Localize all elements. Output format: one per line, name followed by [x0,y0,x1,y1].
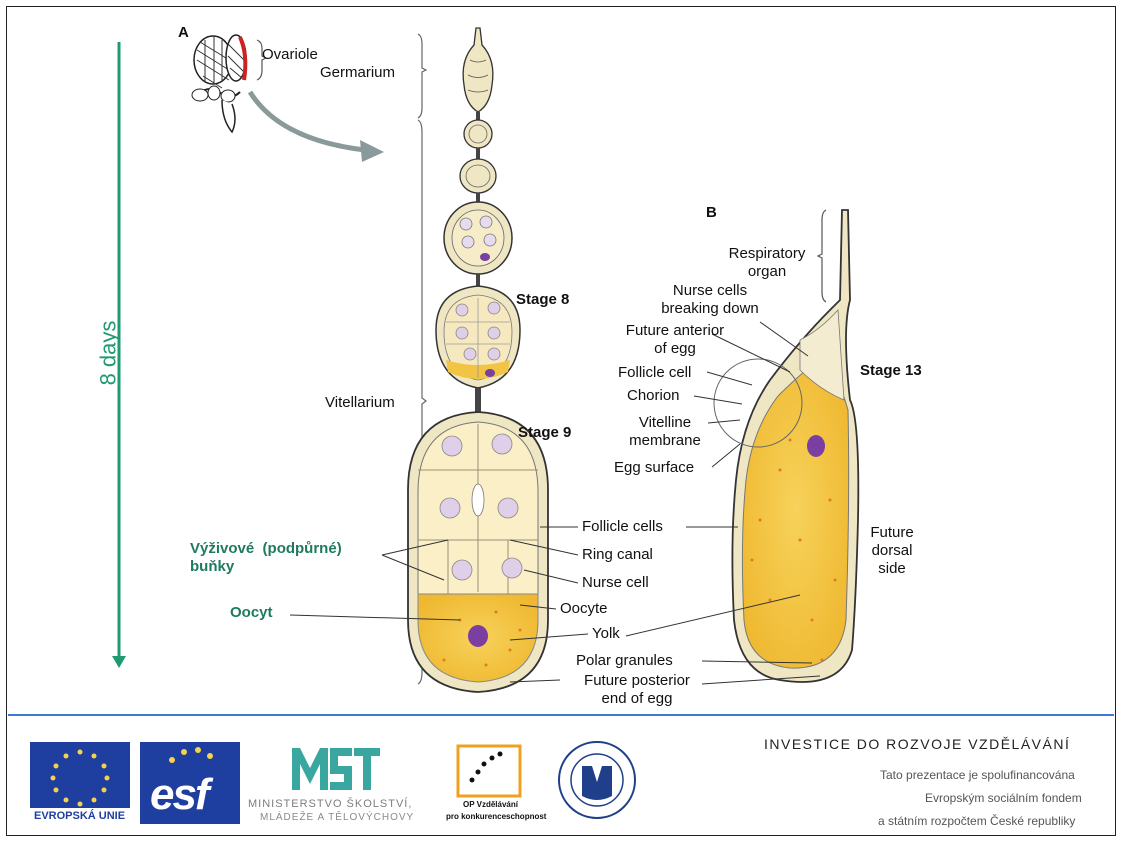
nurse-cell-label: Nurse cell [582,574,649,592]
ring-canal-label: Ring canal [582,546,653,564]
germarium-label: Germarium [320,64,395,82]
respiratory-line2: organ [712,263,822,281]
future-anterior-line2: of egg [610,340,740,358]
czech-oocyte-label: Oocyt [230,604,273,622]
msmt-logo [292,748,380,790]
nurse-cells-breaking-label: Nurse cells breaking down [650,282,770,318]
stage9-label: Stage 9 [518,424,571,442]
dorsal-line2: dorsal [852,542,932,560]
dorsal-line3: side [852,560,932,578]
future-posterior-line2: end of egg [562,690,712,708]
msmt-line2: MLÁDEŽE A TĚLOVÝCHOVY [260,812,414,823]
investice-heading: INVESTICE DO ROZVOJE VZDĚLÁVÁNÍ [764,736,1070,752]
germarium-bracket [418,34,426,118]
esf-label: esf [150,770,208,820]
duration-label: 8 days [95,321,121,386]
future-anterior-line1: Future anterior [610,322,740,340]
masaryk-university-logo [559,742,635,818]
msmt-line1: MINISTERSTVO ŠKOLSTVÍ, [248,798,412,810]
yolk-label: Yolk [592,625,620,643]
supporting-cells-line1: Výživové (podpůrné) [190,540,342,558]
future-posterior-label: Future posterior end of egg [562,672,712,708]
germarium-shape [463,28,493,122]
op-line2: pro konkurenceschopnost [446,812,546,821]
cofinancing-line1: Tato prezentace je spolufinancována [880,768,1075,782]
stage13-label: Stage 13 [860,362,922,380]
cofinancing-line3: a státním rozpočtem České republiky [878,814,1075,828]
egg-chamber-1 [464,120,492,160]
stage8-chamber [436,286,520,414]
future-posterior-line1: Future posterior [562,672,712,690]
chorion-label: Chorion [627,387,680,405]
polar-granules-label: Polar granules [576,652,673,670]
future-dorsal-label: Future dorsal side [852,524,932,578]
eu-label: EVROPSKÁ UNIE [34,810,125,822]
follicle-cell-label: Follicle cell [618,364,691,382]
time-arrowhead [112,656,126,668]
future-anterior-label: Future anterior of egg [610,322,740,358]
vitelline-membrane-label: Vitelline membrane [620,414,710,450]
respiratory-line1: Respiratory [712,245,822,263]
stage9-chamber [408,412,548,692]
ovariole-label: Ovariole [262,46,318,64]
vitelline-line1: Vitelline [620,414,710,432]
egg-chamber-3 [444,202,512,286]
oocyte-label: Oocyte [560,600,608,618]
egg-surface-label: Egg surface [614,459,694,477]
pointer-arrow [250,92,365,150]
panel-a-letter: A [178,24,189,42]
panel-b-letter: B [706,204,717,222]
dorsal-line1: Future [852,524,932,542]
supporting-cells-label: Výživové (podpůrné) buňky [190,540,342,576]
ovary-sketch [192,35,246,132]
egg-chamber-2 [460,159,496,202]
supporting-cells-line2: buňky [190,558,342,576]
op-line1: OP Vzdělávání [463,800,518,809]
vitelline-line2: membrane [620,432,710,450]
vitellarium-label: Vitellarium [325,394,395,412]
footer-divider [8,714,1114,716]
nurse-break-line1: Nurse cells [650,282,770,300]
respiratory-organ-label: Respiratory organ [712,245,822,281]
op-logo [458,746,520,796]
follicle-cells-label: Follicle cells [582,518,663,536]
pointer-arrowhead [360,140,384,162]
stage8-label: Stage 8 [516,291,569,309]
cofinancing-line2: Evropským sociálním fondem [925,791,1082,805]
nurse-break-line2: breaking down [650,300,770,318]
eu-flag-logo [30,742,130,808]
